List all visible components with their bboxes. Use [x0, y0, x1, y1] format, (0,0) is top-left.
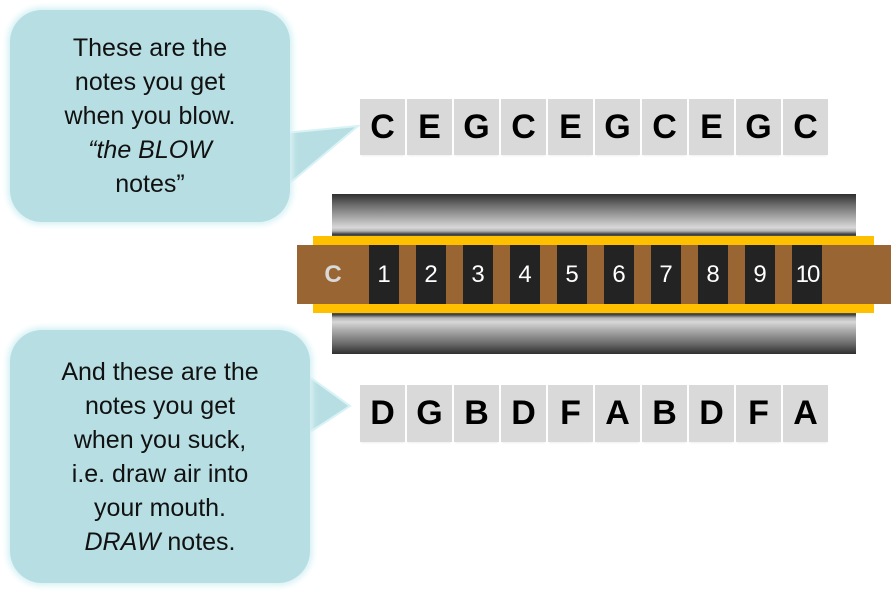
callout-line: These are the	[72, 34, 228, 62]
harmonica-hole: 4	[510, 245, 540, 304]
callout-line: DRAW notes.	[61, 525, 258, 559]
draw-note: A	[595, 385, 640, 442]
blow-note: G	[736, 99, 781, 155]
blow-note: E	[689, 99, 734, 155]
harmonica-key-label: C	[324, 260, 342, 288]
harmonica-hole: 7	[651, 245, 681, 304]
callout-line: And these are the	[61, 357, 259, 386]
blow-notes-callout: These are the notes you get when you blo…	[10, 10, 290, 222]
draw-note: G	[407, 385, 452, 442]
blow-note: C	[642, 99, 687, 155]
blow-note: G	[595, 99, 640, 155]
callout-line: notes you get	[74, 68, 226, 96]
harmonica-top-cover	[332, 194, 856, 236]
draw-notes-callout: And these are the notes you get when you…	[10, 330, 310, 583]
draw-note: F	[736, 385, 781, 442]
draw-note: D	[501, 385, 546, 442]
harmonica-hole: 8	[698, 245, 728, 304]
harmonica-hole: 10	[792, 245, 822, 304]
callout-line: “the BLOW	[88, 136, 212, 164]
draw-note: B	[642, 385, 687, 442]
blow-note: E	[407, 99, 452, 155]
draw-note: D	[689, 385, 734, 442]
callout-line: your mouth.	[93, 493, 226, 522]
harmonica-bottom-cover	[332, 313, 856, 354]
draw-note: B	[454, 385, 499, 442]
callout-line: notes”	[115, 170, 185, 198]
callout-line: when you blow.	[64, 102, 236, 130]
callout-line: i.e. draw air into	[71, 459, 249, 488]
blow-note: E	[548, 99, 593, 155]
draw-note: F	[548, 385, 593, 442]
draw-note: D	[360, 385, 405, 442]
harmonica-hole: 5	[557, 245, 587, 304]
callout-line: when you suck,	[73, 425, 247, 454]
harmonica-hole: 3	[463, 245, 493, 304]
harmonica-hole: 2	[416, 245, 446, 304]
blow-note: C	[501, 99, 546, 155]
blow-bubble-tail	[283, 124, 360, 191]
draw-rest: notes.	[160, 527, 236, 556]
harmonica-hole: 9	[745, 245, 775, 304]
callout-line: notes you get	[84, 391, 236, 420]
harmonica-hole: 6	[604, 245, 634, 304]
draw-note: A	[783, 385, 828, 442]
blow-note: C	[783, 99, 828, 155]
blow-note: G	[454, 99, 499, 155]
harmonica-hole: 1	[369, 245, 399, 304]
blow-note: C	[360, 99, 405, 155]
draw-emphasis: DRAW	[84, 527, 161, 556]
